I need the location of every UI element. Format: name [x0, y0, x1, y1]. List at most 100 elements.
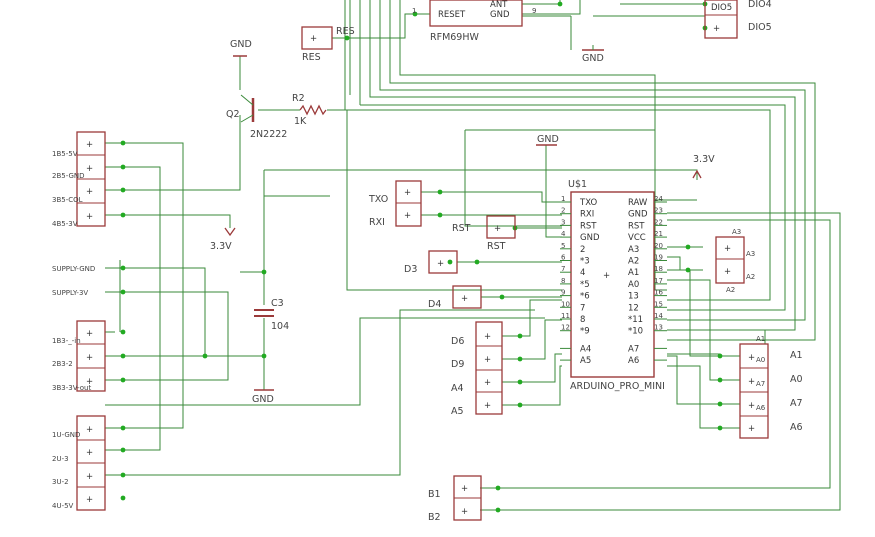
- mcu-right-pin-num: 14: [654, 312, 663, 320]
- mcu-left-pin-name: A5: [580, 356, 591, 366]
- mcu-right-pin-num: 20: [654, 242, 663, 250]
- c3-value: 104: [271, 321, 289, 332]
- b2-label: B2: [428, 512, 441, 523]
- supply-pin-1: SUPPLY-GND: [52, 265, 95, 273]
- mcu-left-pin-name: *3: [580, 257, 590, 267]
- mcu-right-pin-name: VCC: [628, 233, 646, 243]
- gnd-mid-label: GND: [537, 134, 559, 145]
- mcu-part: ARDUINO_PRO_MINI: [570, 381, 665, 392]
- mcu-right-pin-num: 22: [654, 218, 663, 226]
- outer-a7: A7: [790, 398, 803, 409]
- mcu-right-pin-num: 13: [654, 324, 663, 332]
- c3-name: C3: [271, 298, 284, 309]
- mcu-left-pin-name: *6: [580, 292, 590, 302]
- mcu-right-pin: 13 *10: [628, 324, 667, 337]
- rfm-label: RFM69HW: [430, 32, 479, 43]
- svg-text:+: +: [484, 355, 491, 365]
- a3-inner-label: A3: [746, 250, 755, 258]
- svg-text:+: +: [461, 507, 468, 517]
- txo-rxi-header: + + TXO RXI: [368, 180, 422, 228]
- mcu-right-pin: A7: [628, 344, 667, 354]
- a3-label: A3: [732, 228, 741, 236]
- res-connector: + RES RES: [301, 26, 355, 63]
- r2-value: 1K: [294, 116, 307, 127]
- dio-header: DIO5 + DIO4 DIO5: [704, 0, 772, 39]
- mcu-right-pin-name: A7: [628, 344, 639, 354]
- gnd-symbol-rfm: GND: [582, 45, 604, 64]
- b5-pin-4: 4B5-3V: [52, 220, 78, 228]
- mcu-left-pin: 9*6: [560, 289, 590, 302]
- connector-b5: + + + + 1B5-5V 2B5-GND 3B5-COL 4B5-3V: [52, 131, 106, 228]
- header4-pin-3: A4: [451, 383, 464, 394]
- rfm-pin-ant: ANT: [490, 0, 508, 10]
- svg-text:+: +: [484, 378, 491, 388]
- dio5-label: DIO5: [748, 22, 772, 33]
- capacitor-c3: C3 104 GND: [252, 298, 289, 405]
- mcu-left-pin-name: 4: [580, 268, 585, 278]
- gnd-label-q2: GND: [230, 39, 252, 50]
- mcu-right-pin-name: A1: [628, 268, 639, 278]
- b5-pin-2: 2B5-GND: [52, 172, 85, 180]
- mcu-right-pin: 18 A1: [628, 265, 667, 278]
- mcu-right-pin-name: A3: [628, 245, 639, 255]
- svg-text:+: +: [494, 224, 501, 234]
- mcu-right-pin-name: RST: [628, 221, 645, 231]
- svg-text:+: +: [748, 401, 755, 411]
- connector-u: + + + + 1U-GND 2U-3 3U-2 4U-5V: [52, 415, 106, 511]
- mcu-right-pin-num: 17: [654, 277, 663, 285]
- svg-text:+: +: [310, 34, 317, 44]
- a2-label: A2: [726, 286, 735, 294]
- gnd-label-rfm: GND: [582, 53, 604, 64]
- transistor-q2: GND Q2 2N2222 R2 1K: [226, 39, 327, 140]
- r2-name: R2: [292, 93, 305, 104]
- mcu-right-pin-name: 13: [628, 292, 639, 302]
- inner-a6: A6: [756, 404, 766, 412]
- d4-label: D4: [428, 299, 441, 310]
- u-pin-2: 2U-3: [52, 455, 69, 463]
- v33-right-label: 3.3V: [693, 154, 715, 165]
- d3-label: D3: [404, 264, 417, 275]
- u-pin-4: 4U-5V: [52, 502, 74, 510]
- svg-text:+: +: [724, 244, 731, 254]
- mcu-right-pin-num: 18: [654, 265, 663, 273]
- gnd-symbol-mid: GND: [536, 134, 559, 146]
- header4-pin-1: D6: [451, 336, 464, 347]
- svg-text:+: +: [404, 211, 411, 221]
- rfm-pin-num-1: 1: [412, 7, 416, 15]
- header4-pin-2: D9: [451, 359, 464, 370]
- mcu-right-pin: 14 *11: [628, 312, 667, 325]
- mcu-left-pin-name: A4: [580, 344, 591, 354]
- dio-inner-label: DIO5: [711, 3, 732, 13]
- svg-text:+: +: [86, 377, 93, 387]
- svg-text:+: +: [86, 495, 93, 505]
- mcu-right-pin: 22 RST: [628, 218, 667, 231]
- rst-name: RST: [487, 241, 506, 252]
- q2-name: Q2: [226, 109, 240, 120]
- mcu-name: U$1: [568, 179, 587, 190]
- mcu-right-pin-name: *11: [628, 315, 643, 325]
- v33-symbol-right: 3.3V: [692, 154, 715, 179]
- mcu-right-pin-name: RAW: [628, 198, 648, 208]
- mcu-left-pin-name: GND: [580, 233, 600, 243]
- mcu-right-pin-name: *10: [628, 327, 643, 337]
- rst-connector: + RST RST: [452, 215, 516, 252]
- svg-text:+: +: [461, 484, 468, 494]
- svg-text:+: +: [437, 259, 444, 269]
- mcu-left-pin-num: 7: [561, 265, 565, 273]
- a1-a0-a7-a6-header: + + + + A1 A0 A7 A6 A1 A0 A7 A6: [739, 335, 803, 439]
